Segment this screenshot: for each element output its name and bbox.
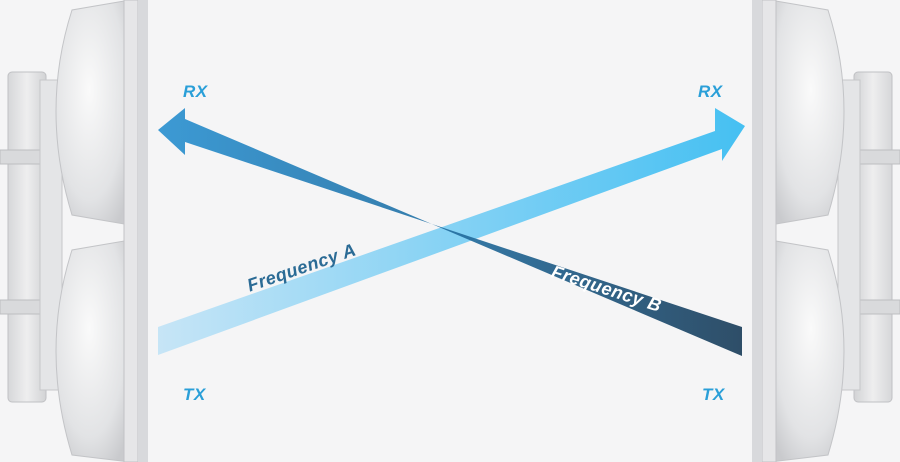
frequency-b-beam xyxy=(158,108,742,356)
tx-left-label: TX xyxy=(183,385,206,404)
right-antenna xyxy=(752,0,900,462)
tx-right-label: TX xyxy=(702,385,725,404)
left-antenna xyxy=(0,0,148,462)
rx-left-label: RX xyxy=(183,82,208,101)
rx-right-label: RX xyxy=(698,82,723,101)
